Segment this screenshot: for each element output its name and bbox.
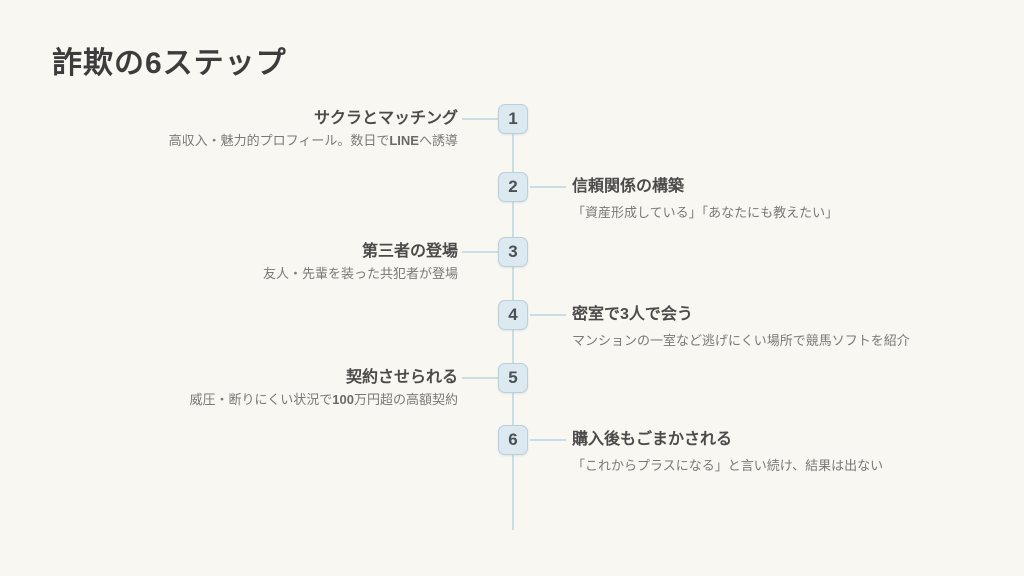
step-3-number-badge: 3 [498, 237, 528, 267]
step-4-description: マンションの一室など逃げにくい場所で競馬ソフトを紹介 [572, 333, 910, 348]
step-1-number-badge: 1 [498, 104, 528, 134]
step-3-title: 第三者の登場 [361, 243, 458, 260]
step-2-connector-line [530, 186, 566, 188]
step-5-number-badge: 5 [498, 363, 528, 393]
step-1-title: サクラとマッチング [313, 110, 458, 127]
step-1-connector-line [462, 118, 498, 120]
page-title: 詐欺の6ステップ [52, 47, 287, 80]
step-4-connector-line [530, 314, 566, 316]
step-5-description: 威圧・断りにくい状況で100万円超の高額契約 [189, 392, 458, 407]
step-6-title: 購入後もごまかされる [572, 431, 733, 448]
step-1-description: 高収入・魅力的プロフィール。数日でLINEへ誘導 [168, 133, 458, 148]
step-3-connector-line [462, 251, 498, 253]
step-2-number-badge: 2 [498, 172, 528, 202]
step-4-number-badge: 4 [498, 300, 528, 330]
step-2-title: 信頼関係の構築 [572, 178, 685, 195]
step-6-connector-line [530, 439, 566, 441]
step-4-title: 密室で3人で会う [572, 306, 693, 323]
step-5-title: 契約させられる [345, 369, 458, 386]
step-6-description: 「これからプラスになる」と言い続け、結果は出ない [572, 458, 884, 473]
step-2-description: 「資産形成している」「あなたにも教えたい」 [572, 205, 839, 220]
step-6-number-badge: 6 [498, 425, 528, 455]
step-3-description: 友人・先輩を装った共犯者が登場 [262, 266, 458, 281]
step-5-connector-line [462, 377, 498, 379]
